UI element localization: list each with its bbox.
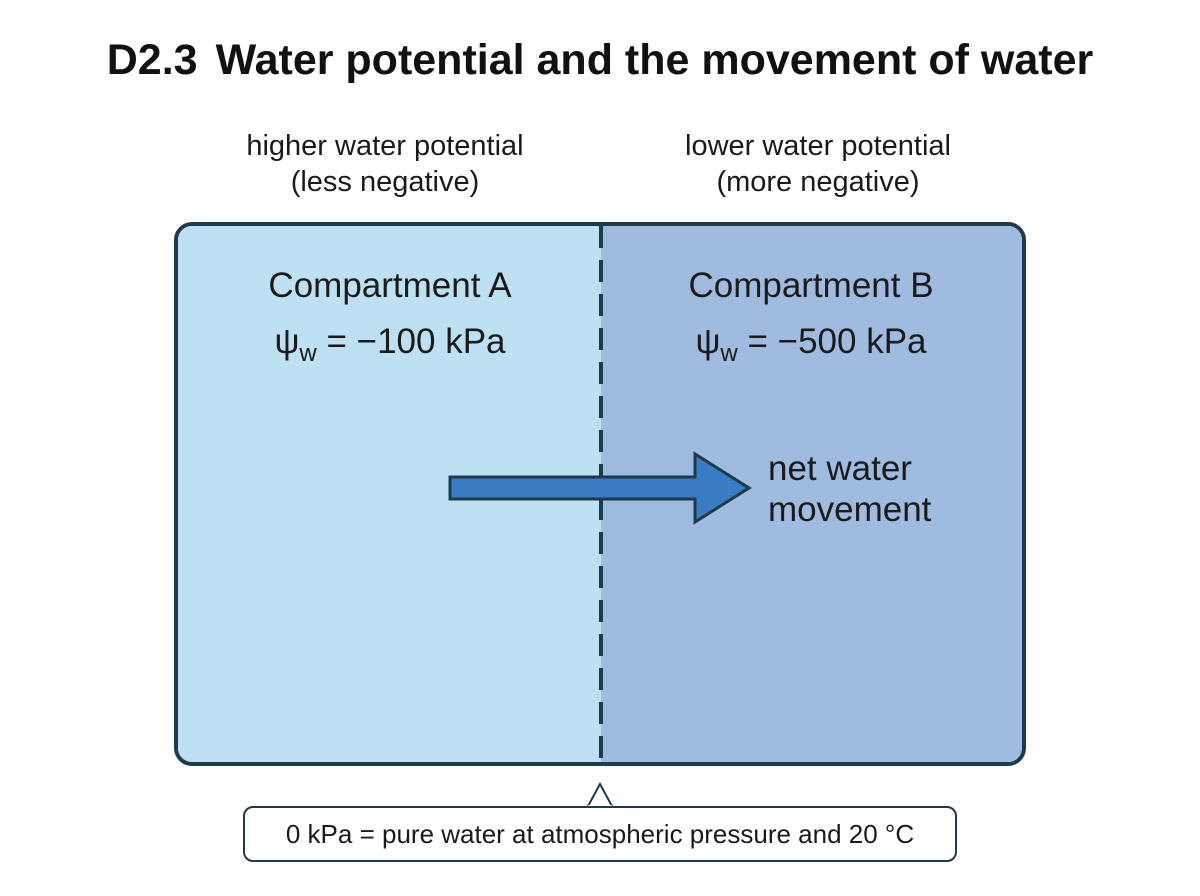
- left-label-line2: (less negative): [290, 166, 480, 198]
- note-pointer-icon: [585, 781, 615, 809]
- compartment-b-psi-symbol: ψ: [695, 322, 721, 361]
- left-potential-label: higher water potential (less negative): [175, 128, 595, 200]
- compartment-b-value: = −500 kPa: [737, 322, 927, 361]
- reference-note: 0 kPa = pure water at atmospheric pressu…: [243, 806, 957, 862]
- left-label-line1: higher water potential: [246, 130, 524, 162]
- net-movement-label: net water movement: [768, 448, 998, 530]
- right-label-line1: lower water potential: [685, 130, 951, 162]
- compartment-container: Compartment A ψw = −100 kPa Compartment …: [174, 222, 1026, 766]
- compartment-a-psi-symbol: ψ: [274, 322, 300, 361]
- page-title: D2.3 Water potential and the movement of …: [0, 36, 1200, 85]
- compartment-a-psi-subscript: w: [299, 340, 317, 367]
- compartment-a-name: Compartment A: [268, 266, 512, 305]
- title-code: D2.3: [106, 36, 198, 84]
- compartment-a-value: = −100 kPa: [316, 322, 506, 361]
- compartment-b-psi-subscript: w: [720, 340, 738, 367]
- right-label-line2: (more negative): [716, 166, 920, 198]
- net-movement-line2: movement: [768, 490, 932, 529]
- arrow-shape: [448, 451, 752, 525]
- right-potential-label: lower water potential (more negative): [608, 128, 1028, 200]
- title-text: Water potential and the movement of wate…: [215, 36, 1094, 84]
- compartment-b-name: Compartment B: [688, 266, 934, 305]
- net-movement-arrow-icon: [448, 451, 752, 525]
- compartment-b-water-potential: ψw = −500 kPa: [611, 322, 1011, 368]
- net-movement-line1: net water: [768, 449, 912, 488]
- compartment-a-water-potential: ψw = −100 kPa: [190, 322, 590, 368]
